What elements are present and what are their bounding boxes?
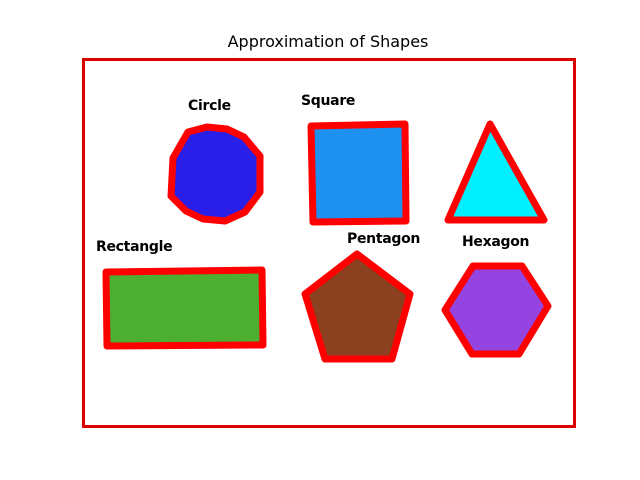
hexagon-shape xyxy=(441,262,552,358)
pentagon-shape xyxy=(301,250,414,363)
pentagon-label: Pentagon xyxy=(347,231,421,247)
triangle-shape xyxy=(444,120,548,224)
rectangle-label: Rectangle xyxy=(96,239,173,255)
image-panel: Circle Square Rectangle Pentagon Hexagon xyxy=(82,58,576,428)
figure-title: Approximation of Shapes xyxy=(227,32,429,51)
square-label: Square xyxy=(301,93,356,109)
circle-label: Circle xyxy=(188,98,231,114)
hexagon-label: Hexagon xyxy=(462,234,530,250)
square-shape xyxy=(307,120,410,226)
rectangle-shape xyxy=(102,266,267,350)
shapes-canvas xyxy=(82,58,576,428)
circle-shape xyxy=(167,123,264,225)
image-frame xyxy=(82,58,576,428)
